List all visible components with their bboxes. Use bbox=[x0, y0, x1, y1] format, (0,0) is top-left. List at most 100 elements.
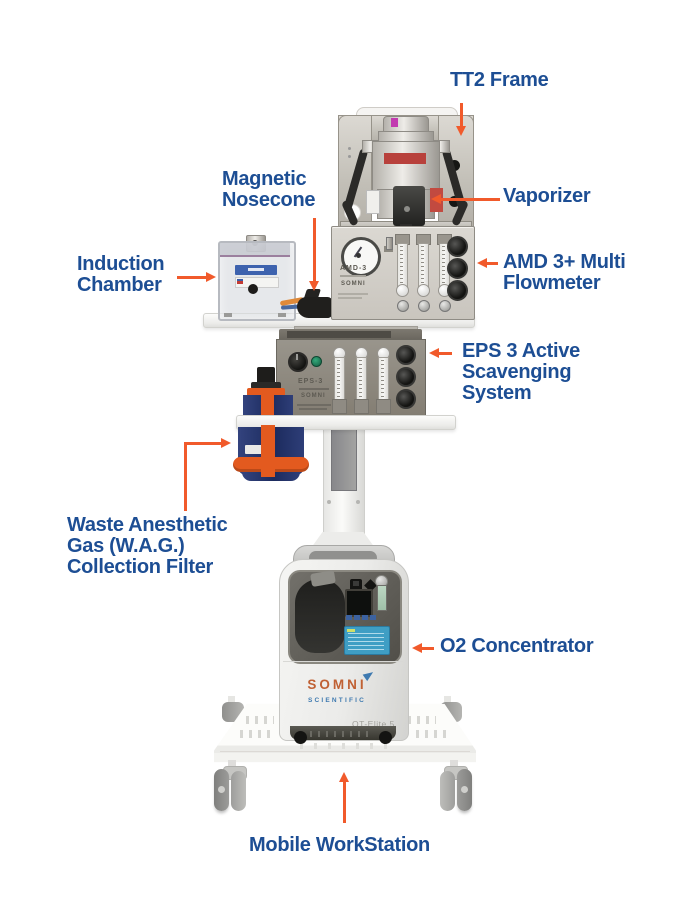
frame-hole bbox=[449, 160, 460, 171]
vaporizer-screw bbox=[404, 206, 410, 212]
o2-info-label-chip bbox=[347, 629, 355, 632]
flowmeter-scale bbox=[359, 360, 362, 398]
nosecone-fin bbox=[303, 289, 321, 301]
rear-caster-wheel bbox=[222, 702, 244, 722]
vaporizer-band bbox=[384, 153, 426, 164]
vaporizer-lower bbox=[377, 189, 435, 219]
amd-fineprint bbox=[338, 293, 368, 295]
caster-hub bbox=[461, 786, 468, 793]
nosecone-tube-orange bbox=[279, 296, 305, 307]
deck-slots bbox=[408, 716, 436, 724]
magnetic-nosecone-arrow bbox=[313, 218, 316, 282]
o2-brand-subtext: SCIENTIFIC bbox=[307, 697, 367, 704]
eps-fineprint bbox=[297, 404, 331, 406]
deck-seam bbox=[220, 751, 470, 752]
o2-body-seam bbox=[283, 661, 403, 662]
chamber-foot bbox=[224, 313, 232, 317]
eps-brand-text: SOMNI bbox=[301, 393, 326, 399]
column-post bbox=[323, 425, 365, 547]
nosecone-body bbox=[297, 297, 333, 318]
o2-button bbox=[362, 615, 368, 620]
frame-top-bar bbox=[338, 115, 474, 145]
vaporizer-arrow bbox=[440, 198, 500, 201]
o2-concentrator-label: O2 Concentrator bbox=[440, 635, 594, 657]
nosecone-tube-blue bbox=[280, 304, 304, 310]
wag-filter-label: Waste Anesthetic Gas (W.A.G.) Collection… bbox=[67, 514, 228, 578]
flowmeter-cap bbox=[395, 234, 410, 245]
o2-cavity bbox=[295, 579, 345, 653]
o2-flowmeter-tube bbox=[377, 585, 387, 611]
flowmeter-knob bbox=[377, 347, 390, 360]
amd-flowmeter-arrow bbox=[486, 262, 498, 265]
o2-brand-wordmark: SOMNI bbox=[307, 677, 367, 692]
mobile-workstation-arrowhead bbox=[339, 772, 349, 782]
vaporizer-front-box bbox=[393, 186, 425, 226]
flow-valve bbox=[418, 300, 430, 312]
o2-concentrator-arrow bbox=[421, 647, 434, 650]
wag-strap bbox=[261, 388, 274, 418]
vaporizer-label-red bbox=[430, 188, 443, 212]
amd-gauge-needle bbox=[353, 246, 363, 258]
wag-can-bottom bbox=[242, 472, 300, 481]
chamber-foot bbox=[278, 313, 286, 317]
vaporizer-cap-chip bbox=[391, 118, 398, 127]
deck-slots bbox=[240, 730, 270, 738]
frame-dot bbox=[348, 147, 351, 150]
amd-brand-text: SOMNI bbox=[341, 281, 366, 287]
amd-fineprint bbox=[340, 275, 366, 277]
vaporizer-label: Vaporizer bbox=[503, 185, 591, 207]
base-deck bbox=[214, 703, 476, 763]
amd-toggle bbox=[386, 237, 393, 250]
gas-port bbox=[396, 345, 416, 365]
vaporizer-cap bbox=[383, 116, 429, 135]
o2-button bbox=[370, 615, 376, 620]
amd-face bbox=[331, 226, 475, 320]
flowmeter-knob bbox=[438, 284, 451, 297]
flowmeter-knob bbox=[417, 284, 430, 297]
tt2-frame-arrowhead bbox=[456, 126, 466, 136]
wag-strap bbox=[261, 425, 275, 477]
frame-handle bbox=[356, 107, 458, 123]
o2-power-switch bbox=[350, 579, 362, 593]
flowmeter-base bbox=[354, 399, 369, 414]
o2-base-strip bbox=[290, 726, 396, 740]
eps-lid-inset bbox=[287, 331, 391, 338]
rear-caster bbox=[444, 696, 451, 708]
flowmeter-tube bbox=[439, 243, 450, 291]
flowmeter-tube bbox=[334, 357, 345, 403]
caster-fork bbox=[444, 766, 468, 780]
amd-gauge-hub bbox=[356, 253, 361, 258]
induction-chamber-label: Induction Chamber bbox=[77, 253, 165, 296]
eps-box bbox=[276, 339, 426, 419]
o2-model-text: OT-Elite 5 bbox=[352, 719, 395, 729]
rear-caster bbox=[228, 696, 235, 708]
flowmeter-knob bbox=[355, 347, 368, 360]
flowmeter-scale bbox=[442, 246, 445, 286]
o2-diamond-port bbox=[364, 579, 377, 592]
magnetic-nosecone-label: Magnetic Nosecone bbox=[222, 168, 316, 211]
vaporizer-neck bbox=[378, 131, 434, 144]
caster-wheel bbox=[457, 769, 472, 811]
eps-knob-mark bbox=[296, 354, 298, 360]
vaporizer-hose bbox=[341, 199, 359, 227]
caster-wheel bbox=[440, 771, 455, 811]
vaporizer-nozzle bbox=[400, 224, 412, 232]
flowmeter-cap bbox=[437, 234, 452, 245]
wag-collar bbox=[251, 382, 281, 389]
caster-wheel bbox=[231, 771, 246, 811]
column-channel bbox=[331, 425, 357, 491]
vaporizer-arrowhead bbox=[431, 194, 441, 204]
amd-fineprint bbox=[338, 297, 362, 299]
flowmeter-scale bbox=[421, 246, 424, 286]
tt2-frame-label: TT2 Frame bbox=[450, 69, 549, 91]
eps-model-text: EPS-3 bbox=[298, 378, 324, 385]
flowmeter-tube bbox=[418, 243, 429, 291]
o2-handle-slot bbox=[309, 551, 377, 565]
shelf-pedestal bbox=[294, 326, 418, 337]
eps-led bbox=[311, 356, 322, 367]
